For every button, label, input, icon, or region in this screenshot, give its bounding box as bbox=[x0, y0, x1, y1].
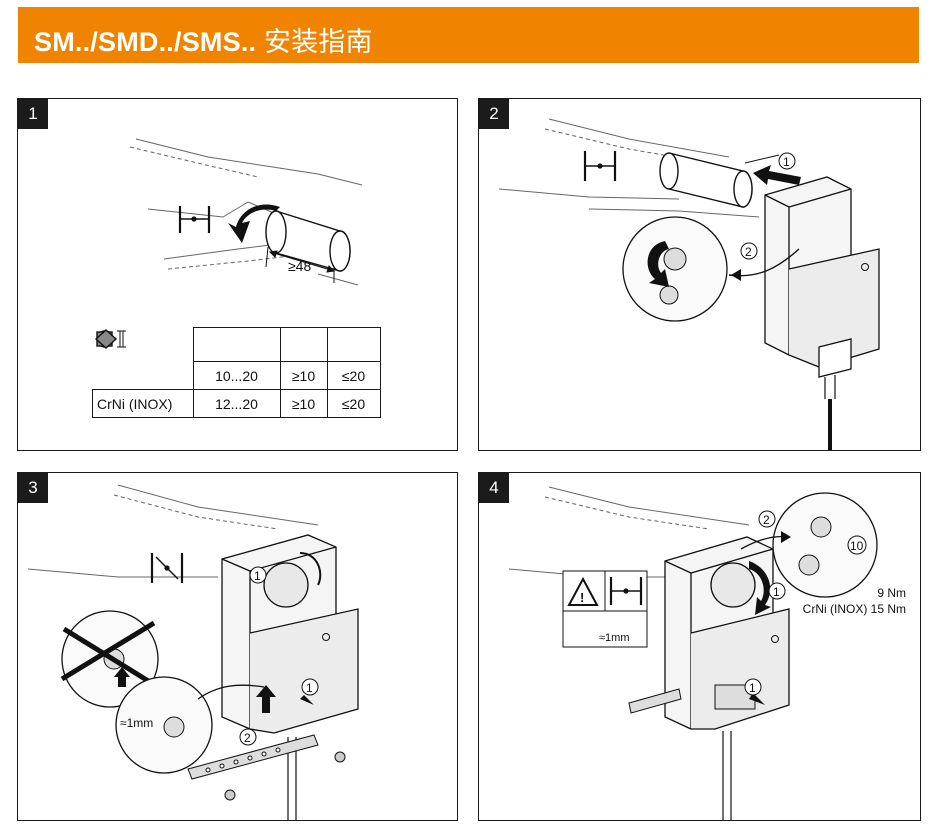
torque-detail-magnifier bbox=[772, 492, 878, 598]
svg-text:!: ! bbox=[580, 590, 584, 605]
table-row: 10...20 ≥10 ≤20 bbox=[93, 361, 381, 390]
step-2-marker: 2 bbox=[745, 245, 752, 259]
round-shaft-icon bbox=[95, 327, 281, 362]
page-header: SM../SMD../SMS.. 安装指南 bbox=[18, 7, 919, 63]
rotation-arrow-icon bbox=[749, 561, 771, 615]
title-latin: SM../SMD../SMS.. bbox=[34, 27, 257, 57]
square-shaft-icon bbox=[95, 327, 328, 362]
step-2-marker: 2 bbox=[244, 731, 251, 745]
damper-position-icon bbox=[609, 577, 643, 605]
step-1-marker: 1 bbox=[254, 569, 261, 583]
page-title: SM../SMD../SMS.. 安装指南 bbox=[34, 20, 373, 59]
shaft-measure-illustration: ≥48 bbox=[129, 138, 363, 286]
step-1-marker: 1 bbox=[783, 155, 790, 169]
rotation-arrow-icon bbox=[228, 204, 280, 243]
diamond-shaft-icon bbox=[94, 327, 381, 362]
gap-label: ≈1mm bbox=[120, 716, 153, 730]
table-row: CrNi (INOX) 12...20 ≥10 ≤20 bbox=[92, 389, 381, 418]
shaft-dimension-table: 10...20 ≥10 ≤20 CrNi (INOX) 12...20 ≥10 … bbox=[92, 327, 381, 418]
step-1-side-marker: 1 bbox=[306, 681, 313, 695]
torque-standard: 9 Nm bbox=[877, 586, 906, 600]
panel-step-1: ≥48 1 10...20 ≥10 ≤20 CrNi (INOX) 12...2… bbox=[17, 98, 458, 451]
panel-number: 4 bbox=[479, 473, 509, 503]
actuator-mount-illustration: 1 2 bbox=[498, 118, 880, 450]
anti-rotation-illustration: ≈1mm 1 1 2 bbox=[27, 484, 359, 820]
torque-index: 10 bbox=[850, 539, 864, 553]
shaft-length-label: ≥48 bbox=[288, 258, 311, 274]
torque-inox: CrNi (INOX) 15 Nm bbox=[803, 602, 906, 616]
panel-number: 2 bbox=[479, 99, 509, 129]
step-2-marker: 2 bbox=[763, 513, 770, 527]
panel-number: 3 bbox=[18, 473, 48, 503]
table-header-row bbox=[93, 327, 381, 362]
step-1-side-marker: 1 bbox=[749, 681, 756, 695]
tighten-clamp-illustration: ! ≈1mm 10 9 Nm CrN bbox=[508, 486, 906, 820]
damper-position-icon bbox=[178, 206, 211, 233]
damper-position-icon bbox=[583, 151, 617, 181]
panel-step-2: 1 2 2 bbox=[478, 98, 921, 451]
title-chinese: 安装指南 bbox=[263, 27, 373, 58]
warning-icon bbox=[567, 576, 599, 606]
panel-step-4: ! ≈1mm 10 9 Nm CrN bbox=[478, 472, 921, 821]
rotation-arrow-icon bbox=[647, 241, 669, 287]
step-1-marker: 1 bbox=[773, 585, 780, 599]
panel-step-3: ≈1mm 1 1 2 3 bbox=[17, 472, 458, 821]
damper-closed-icon bbox=[150, 553, 184, 583]
panel-number: 1 bbox=[18, 99, 48, 129]
gap-label: ≈1mm bbox=[599, 632, 629, 644]
push-arrow-icon bbox=[753, 165, 801, 185]
